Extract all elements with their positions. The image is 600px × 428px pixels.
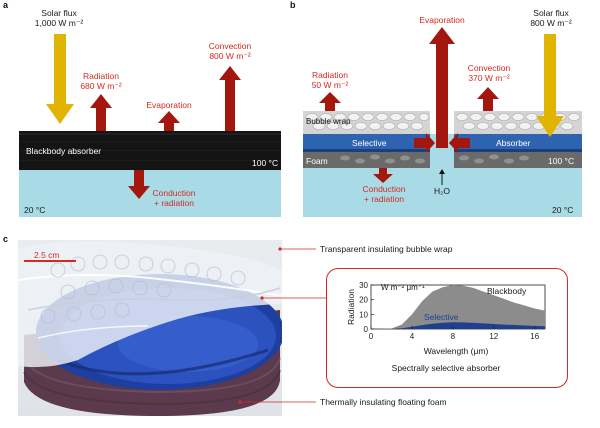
panel-b-letter: b (290, 0, 296, 10)
panel-a-conduction-label-2: + radiation (154, 198, 194, 208)
panel-a-surface-temp: 100 °C (252, 158, 279, 168)
y-tick-label: 20 (359, 296, 368, 305)
inset-xlabel: Wavelength (μm) (423, 346, 489, 356)
panel-c-callout-foam: Thermally insulating floating foam (320, 397, 447, 407)
panel-c-letter: c (3, 234, 9, 244)
panel-b-foam-texture (340, 154, 529, 164)
panel-c-callout-bubble-wrap: Transparent insulating bubble wrap (320, 244, 453, 254)
inset-series-selective-label: Selective (424, 312, 459, 322)
panel-b-water-arrow-head (439, 169, 445, 174)
y-tick-label: 30 (359, 281, 368, 290)
panel-b-left-lateral-arrow (414, 133, 435, 153)
panel-b-absorber-right (454, 134, 582, 152)
panel-b-convection-label-1: Convection (467, 63, 511, 73)
panel-a-solar-arrow (46, 34, 74, 124)
series-area-blackbody (376, 285, 545, 329)
inset-chart-ticks: 0 4 8 12 16 0 10 20 30 (359, 281, 540, 341)
y-tick-label: 0 (364, 325, 369, 334)
panel-a-solar-label-2: 1,000 W m⁻² (34, 18, 84, 28)
panel-a-convection-label-2: 800 W m⁻² (209, 51, 251, 61)
x-tick-label: 4 (410, 332, 415, 341)
panel-b-convection-arrow (477, 87, 499, 111)
panel-c-bubbles (40, 254, 246, 324)
panel-b-selective-label: Selective (352, 138, 387, 148)
panel-a-absorber-layer (19, 131, 281, 170)
x-tick-label: 16 (530, 332, 539, 341)
panel-a-conduction-arrow (128, 170, 150, 199)
panel-c-inset-caption: Spectrally selective absorber (391, 363, 501, 373)
panel-b-foam-left (303, 152, 430, 168)
panel-b-evaporation-arrow (429, 27, 455, 148)
panel-b-convection-label-2: 370 W m⁻² (468, 73, 510, 83)
panel-a-convection-arrow (219, 66, 241, 131)
panel-b-solar-arrow (536, 34, 564, 137)
panel-b-bubble-wrap-label: Bubble wrap (306, 117, 351, 126)
inset-chart-series (376, 285, 545, 329)
panel-b-surface-temp: 100 °C (548, 156, 575, 166)
panel-b-solar-label-2: 800 W m⁻² (530, 18, 572, 28)
x-tick-label: 8 (451, 332, 456, 341)
panel-a-radiation-label-1: Radiation (83, 71, 119, 81)
x-tick-label: 0 (369, 332, 374, 341)
inset-series-blackbody-label: Blackbody (487, 286, 527, 296)
panel-a-water-temp: 20 °C (24, 205, 46, 215)
panel-a-absorber-texture (19, 133, 281, 161)
panel-a-solar-label-1: Solar flux (41, 8, 77, 18)
panel-b-evaporation-label: Evaporation (419, 15, 465, 25)
panel-b-solar-label-1: Solar flux (533, 8, 569, 18)
panel-a-evaporation-arrow (158, 111, 180, 131)
panel-a-convection-label-1: Convection (208, 41, 252, 51)
panel-b-radiation-label-1: Radiation (312, 70, 348, 80)
panel-a-radiation-arrow (90, 94, 112, 131)
panel-a-evaporation-label: Evaporation (146, 100, 192, 110)
panel-a-letter: a (3, 0, 9, 10)
panel-b-conduction-label-1: Conduction (362, 184, 406, 194)
panel-c-photo (18, 240, 282, 416)
panel-a-absorber-label: Blackbody absorber (26, 146, 102, 156)
panel-b-radiation-arrow (319, 92, 341, 111)
inset-units-label: W m⁻² μm⁻¹ (381, 283, 425, 292)
panel-b-foam-right (454, 152, 582, 168)
panel-b-radiation-label-2: 50 W m⁻² (311, 80, 349, 90)
panel-b-absorber-left (303, 134, 430, 152)
inset-ylabel: Radiation (346, 289, 356, 325)
panel-a-radiation-label-2: 680 W m⁻² (80, 81, 122, 91)
y-tick-label: 10 (359, 310, 368, 319)
panel-b-right-lateral-arrow (449, 133, 470, 153)
panel-b-conduction-arrow (373, 168, 393, 183)
panel-b-water-temp: 20 °C (552, 205, 574, 215)
panel-a-water (19, 170, 281, 217)
panel-a-conduction-label-1: Conduction (152, 188, 196, 198)
x-tick-label: 12 (489, 332, 498, 341)
series-area-selective (376, 322, 545, 329)
panel-c-scale-label: 2.5 cm (34, 250, 60, 260)
panel-b-absorber-label: Absorber (496, 138, 531, 148)
panel-b-foam-label: Foam (306, 156, 328, 166)
panel-b-conduction-label-2: + radiation (364, 194, 404, 204)
panel-c-photo-art (18, 241, 282, 416)
panel-b-water-label: H₂O (433, 186, 451, 196)
